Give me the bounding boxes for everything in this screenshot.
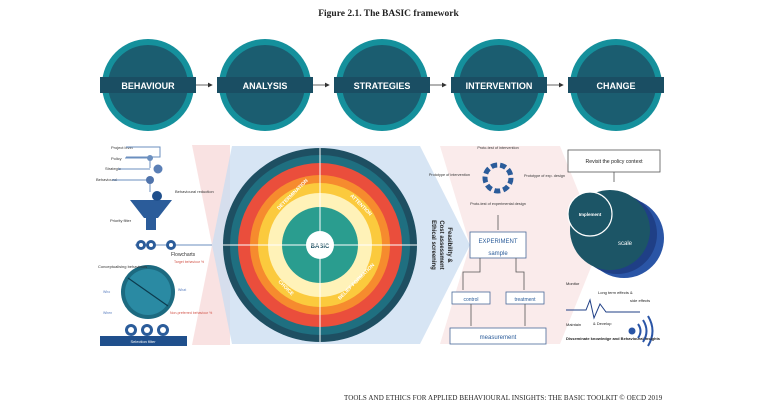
level-node bbox=[152, 163, 164, 175]
selection-filter-bar bbox=[100, 336, 187, 346]
measurement-box bbox=[449, 327, 547, 345]
funnel-icon bbox=[130, 200, 172, 218]
stage-row: BEHAVIOUR ANALYSIS STRATEGIES INTERVENTI… bbox=[100, 39, 664, 131]
develop-label: & Develop bbox=[593, 321, 612, 326]
revisit-label: Revisit the policy context bbox=[585, 159, 643, 165]
monitor-label: Monitor bbox=[566, 281, 580, 286]
footer-caption: TOOLS AND ETHICS FOR APPLIED BEHAVIOURAL… bbox=[344, 394, 663, 402]
implement-label: Implement bbox=[579, 212, 602, 217]
prototype-intervention-label: Prototype of intervention bbox=[429, 173, 470, 177]
non-preferred-label: Non-preferred behaviour % bbox=[170, 311, 212, 315]
prototype-design-label: Prototype of exp. design bbox=[524, 174, 565, 178]
flowcharts-label: Flowcharts bbox=[171, 252, 196, 258]
scale-label: scale bbox=[618, 241, 633, 247]
stage-behaviour-label: BEHAVIOUR bbox=[121, 81, 175, 91]
feasibility-text: Feasibility & bbox=[446, 227, 452, 263]
experiment-label: EXPERIMENT bbox=[478, 239, 517, 245]
change-panel: Revisit the policy context Implement sca… bbox=[566, 149, 664, 347]
figure-title: Figure 2.1. The BASIC framework bbox=[318, 9, 459, 19]
behaviour-chevron bbox=[192, 145, 230, 345]
level-strategic: Strategic bbox=[105, 166, 121, 171]
stage-change[interactable]: CHANGE bbox=[568, 39, 664, 131]
side-effects-label: side effects bbox=[630, 298, 650, 303]
stage-behaviour[interactable]: BEHAVIOUR bbox=[100, 39, 196, 131]
level-behavioural: Behavioural bbox=[96, 177, 117, 182]
selection-filter-label: Selection filter bbox=[130, 339, 156, 344]
target-behaviour-label: Target behaviour % bbox=[174, 260, 204, 264]
monitor-line bbox=[566, 298, 640, 320]
broadcast-icon bbox=[628, 315, 654, 347]
what-label: What bbox=[178, 288, 186, 292]
cycle-icon bbox=[482, 162, 514, 194]
conceptualising-label: Conceptualising behaviours bbox=[98, 264, 147, 269]
maintain-label: Maintain bbox=[566, 322, 581, 327]
behavioural-reduction-label: Behavioural reduction bbox=[175, 189, 214, 194]
sample-label: sample bbox=[488, 251, 508, 257]
disseminate-label: Disseminate knowledge and Behavioural in… bbox=[566, 336, 661, 341]
proto-test-top-label: Proto-test of intervention bbox=[477, 146, 518, 150]
stage-analysis[interactable]: ANALYSIS bbox=[217, 39, 313, 131]
intervention-panel: Proto-test of intervention Prototype of … bbox=[429, 146, 565, 345]
level-project: Project level bbox=[111, 145, 133, 150]
cost-assessment-text: Cost assessment bbox=[438, 220, 444, 269]
abcd-wheel: BASIC DETERMINATION ATTENTION BELIEF FOR… bbox=[223, 148, 452, 342]
behaviour-panel: Project level Policy Strategic Behaviour… bbox=[96, 145, 214, 346]
level-node bbox=[146, 176, 154, 184]
treatment-label: treatment bbox=[514, 297, 536, 303]
control-label: control bbox=[463, 297, 478, 303]
stage-strategies-label: STRATEGIES bbox=[354, 81, 411, 91]
implement-circle bbox=[567, 191, 613, 237]
priority-filter-label: Priority filter bbox=[110, 218, 132, 223]
level-node bbox=[147, 155, 153, 161]
ethical-screening-text: Ethical screening bbox=[430, 220, 436, 270]
stage-analysis-label: ANALYSIS bbox=[243, 81, 288, 91]
stage-intervention[interactable]: INTERVENTION bbox=[451, 39, 547, 131]
who-label: Who bbox=[103, 290, 110, 294]
level-policy: Policy bbox=[111, 156, 122, 161]
proto-test-design-label: Proto-test of experimental design bbox=[470, 202, 526, 206]
stage-change-label: CHANGE bbox=[596, 81, 635, 91]
measurement-label: measurement bbox=[480, 335, 517, 341]
when-label: When bbox=[103, 311, 112, 315]
long-term-label: Long term effects & bbox=[598, 290, 633, 295]
stage-intervention-label: INTERVENTION bbox=[466, 81, 533, 91]
stage-strategies[interactable]: STRATEGIES bbox=[334, 39, 430, 131]
experiment-box bbox=[469, 231, 527, 259]
